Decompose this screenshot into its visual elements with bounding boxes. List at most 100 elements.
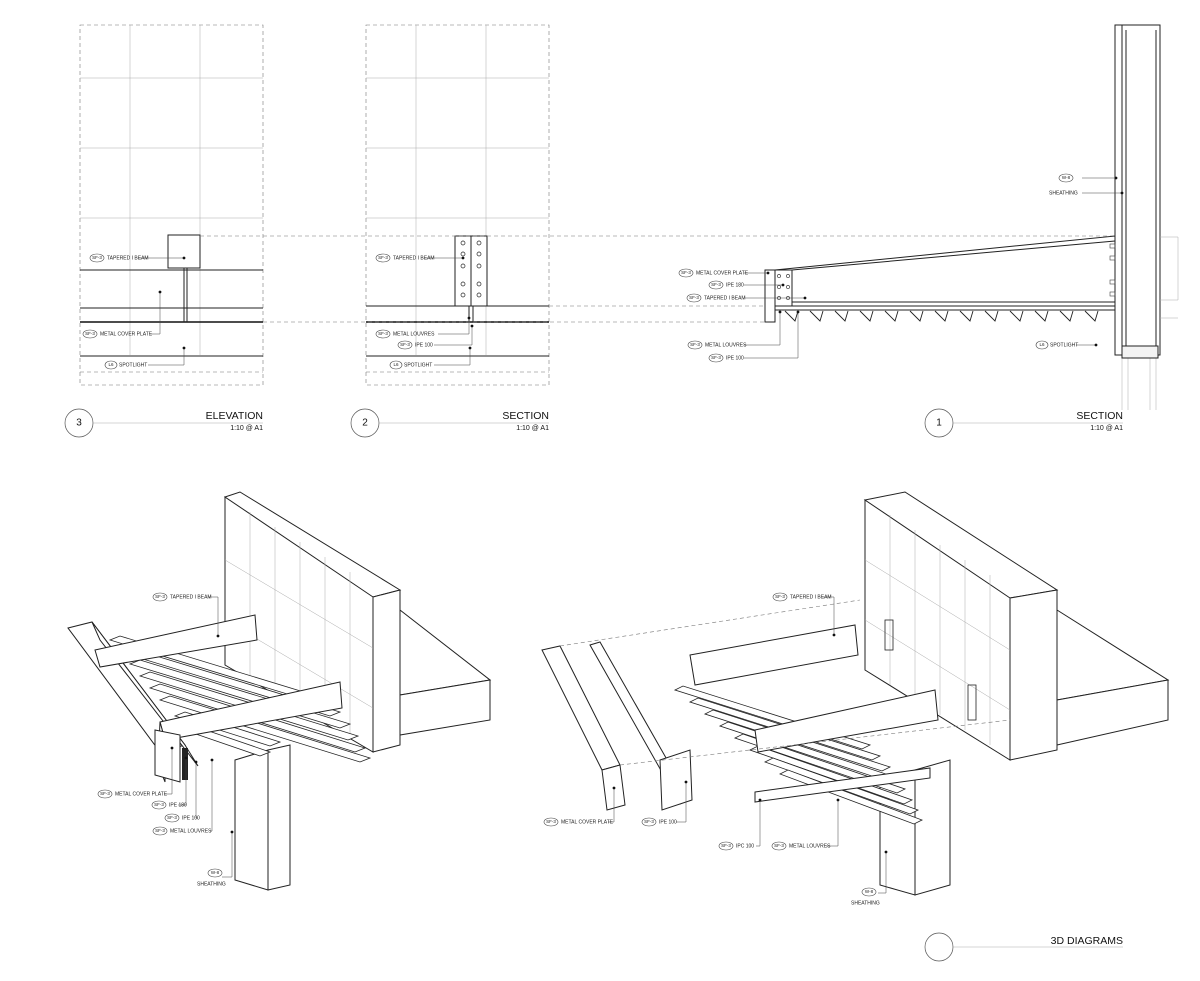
svg-text:W-8: W-8 <box>865 889 874 894</box>
svg-text:METAL LOUVRES: METAL LOUVRES <box>170 828 212 834</box>
svg-text:IPE 180: IPE 180 <box>169 802 187 808</box>
label-v1-louvres: SF-3 METAL LOUVRES <box>687 340 747 350</box>
label-v2-louvres: SF-3 METAL LOUVRES <box>375 329 435 339</box>
label-a-ipe100: SF-3 IPE 100 <box>164 813 200 823</box>
elevation-view <box>79 24 264 386</box>
label-a-ipe180: SF-3 IPE 180 <box>151 800 187 810</box>
view-title-1: 1 SECTION 1:10 @ A1 <box>924 408 1123 438</box>
svg-text:SF-3: SF-3 <box>711 282 721 287</box>
label-v3-cover-plate: SF-3 METAL COVER PLATE <box>82 329 153 339</box>
svg-text:3D DIAGRAMS: 3D DIAGRAMS <box>1051 935 1123 947</box>
svg-text:METAL LOUVRES: METAL LOUVRES <box>393 331 435 337</box>
svg-text:IPE 100: IPE 100 <box>659 819 677 825</box>
svg-text:SF-3: SF-3 <box>721 843 731 848</box>
svg-text:METAL COVER PLATE: METAL COVER PLATE <box>561 819 614 825</box>
section-view-2 <box>365 24 550 386</box>
svg-text:SECTION: SECTION <box>502 410 549 422</box>
label-b-cover-plate: SF-3 METAL COVER PLATE <box>543 817 614 827</box>
label-v2-ipe100: SF-3 IPE 100 <box>397 340 433 350</box>
svg-text:SF-3: SF-3 <box>774 843 784 848</box>
svg-text:IPE 100: IPE 100 <box>415 342 433 348</box>
label-b-ipe100: SF-3 IPE 100 <box>641 817 677 827</box>
tapered-i-beam <box>774 235 1116 307</box>
label-v1-cover-plate: SF-3 METAL COVER PLATE <box>678 268 749 278</box>
svg-text:SF-3: SF-3 <box>546 819 556 824</box>
svg-text:SF-3: SF-3 <box>100 791 110 796</box>
svg-text:SF-3: SF-3 <box>690 342 700 347</box>
svg-text:METAL COVER PLATE: METAL COVER PLATE <box>696 270 749 276</box>
svg-text:TAPERED I BEAM: TAPERED I BEAM <box>107 255 149 261</box>
label-b-ipc100: SF-3 IPC 100 <box>718 841 754 851</box>
axonometric-assembled <box>67 491 492 891</box>
svg-text:SF-3: SF-3 <box>681 270 691 275</box>
label-a-cover-plate: SF-3 METAL COVER PLATE <box>97 789 168 799</box>
label-v1-ipe100: SF-3 IPE 100 <box>708 353 744 363</box>
svg-text:SF-3: SF-3 <box>167 815 177 820</box>
svg-text:SF-3: SF-3 <box>378 331 388 336</box>
svg-text:IPE 100: IPE 100 <box>182 815 200 821</box>
svg-text:METAL LOUVRES: METAL LOUVRES <box>789 843 831 849</box>
label-v1-sheathing: SHEATHING <box>1049 190 1078 196</box>
label-b-tapered-beam: SF-3 TAPERED I BEAM <box>772 592 832 602</box>
section-view-1 <box>764 24 1179 410</box>
label-v2-tapered-beam: SF-3 TAPERED I BEAM <box>375 253 435 263</box>
label-b-louvres: SF-3 METAL LOUVRES <box>771 841 831 851</box>
label-v1-w8: W-8 <box>1058 173 1074 183</box>
svg-text:TAPERED I BEAM: TAPERED I BEAM <box>790 594 832 600</box>
svg-text:METAL COVER PLATE: METAL COVER PLATE <box>100 331 153 337</box>
svg-text:L6: L6 <box>108 362 114 367</box>
label-b-sheathing: SHEATHING <box>851 900 880 906</box>
svg-text:1:10 @ A1: 1:10 @ A1 <box>516 425 549 432</box>
louvre-profiles <box>784 310 1099 322</box>
view-title-2: 2 SECTION 1:10 @ A1 <box>350 408 549 438</box>
svg-text:1:10 @ A1: 1:10 @ A1 <box>1090 425 1123 432</box>
axonometric-exploded <box>541 491 1170 896</box>
svg-text:ELEVATION: ELEVATION <box>206 410 263 422</box>
label-v3-spotlight: L6 SPOTLIGHT <box>104 360 147 370</box>
label-v1-spotlight: L6 SPOTLIGHT <box>1035 340 1078 350</box>
svg-text:SF-3: SF-3 <box>92 255 102 260</box>
label-v2-spotlight: L6 SPOTLIGHT <box>389 360 432 370</box>
svg-text:TAPERED I BEAM: TAPERED I BEAM <box>393 255 435 261</box>
svg-text:1:10 @ A1: 1:10 @ A1 <box>230 425 263 432</box>
svg-text:2: 2 <box>362 418 368 429</box>
svg-text:METAL LOUVRES: METAL LOUVRES <box>705 342 747 348</box>
label-v1-ipe180: SF-3 IPE 180 <box>708 280 744 290</box>
svg-text:SF-3: SF-3 <box>154 802 164 807</box>
label-a-louvres: SF-3 METAL LOUVRES <box>152 826 212 836</box>
label-a-tapered-beam: SF-3 TAPERED I BEAM <box>152 592 212 602</box>
svg-text:SF-3: SF-3 <box>689 295 699 300</box>
svg-text:L6: L6 <box>1039 342 1045 347</box>
svg-text:SECTION: SECTION <box>1076 410 1123 422</box>
view-title-3: 3 ELEVATION 1:10 @ A1 <box>64 408 263 438</box>
svg-text:1: 1 <box>936 418 942 429</box>
svg-text:SF-3: SF-3 <box>711 355 721 360</box>
svg-text:SF-3: SF-3 <box>378 255 388 260</box>
svg-text:W-8: W-8 <box>211 870 220 875</box>
svg-text:IPC 100: IPC 100 <box>736 843 754 849</box>
svg-text:SPOTLIGHT: SPOTLIGHT <box>119 362 147 368</box>
svg-text:SF-3: SF-3 <box>85 331 95 336</box>
svg-text:SPOTLIGHT: SPOTLIGHT <box>1050 342 1078 348</box>
svg-text:3: 3 <box>76 418 82 429</box>
metal-cover-plate <box>764 269 776 323</box>
svg-text:W-8: W-8 <box>1062 175 1071 180</box>
svg-text:TAPERED I BEAM: TAPERED I BEAM <box>170 594 212 600</box>
svg-text:SF-3: SF-3 <box>775 594 785 599</box>
svg-text:SPOTLIGHT: SPOTLIGHT <box>404 362 432 368</box>
svg-text:L6: L6 <box>393 362 399 367</box>
svg-text:SF-3: SF-3 <box>155 828 165 833</box>
label-a-sheathing: SHEATHING <box>197 881 226 887</box>
svg-text:TAPERED I BEAM: TAPERED I BEAM <box>704 295 746 301</box>
label-b-w8: W-8 <box>861 887 877 897</box>
label-v1-tapered-beam: SF-3 TAPERED I BEAM <box>686 293 746 303</box>
ipe-180 <box>774 269 793 307</box>
svg-text:SF-3: SF-3 <box>155 594 165 599</box>
svg-text:METAL COVER PLATE: METAL COVER PLATE <box>115 791 168 797</box>
tapered-beam-end <box>167 234 201 269</box>
svg-text:IPE 100: IPE 100 <box>726 355 744 361</box>
label-a-w8: W-8 <box>207 868 223 878</box>
svg-text:SF-3: SF-3 <box>400 342 410 347</box>
svg-text:IPE 180: IPE 180 <box>726 282 744 288</box>
